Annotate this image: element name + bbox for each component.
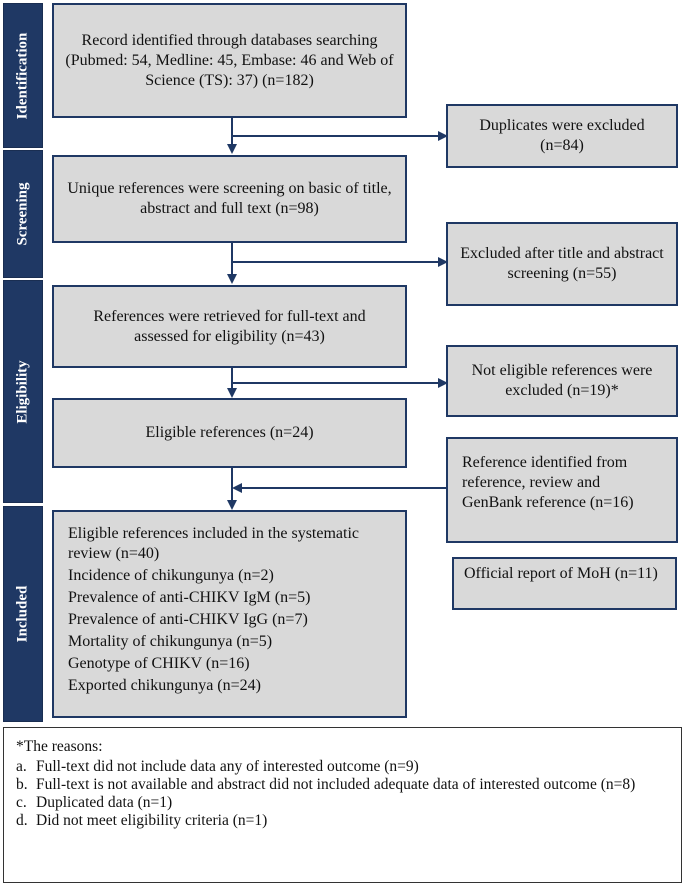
footnote-list: a. Full-text did not include data any of… [16, 758, 669, 830]
footnote-reasons: *The reasons: a. Full-text did not inclu… [3, 727, 682, 883]
box-not-eligible: Not eligible references were excluded (n… [446, 345, 678, 417]
footnote-text: Full-text is not available and abstract … [36, 776, 636, 793]
phase-eligibility: Eligibility [3, 280, 43, 503]
box-eligible-references: Eligible references (n=24) [52, 398, 407, 468]
footnote-item: d. Did not meet eligibility criteria (n=… [16, 812, 669, 830]
box-duplicates-excluded: Duplicates were excluded (n=84) [446, 104, 678, 168]
footnote-marker: a. [16, 758, 27, 775]
included-item: Incidence of chikungunya (n=2) [68, 567, 274, 584]
box-records-identified: Record identified through databases sear… [52, 3, 407, 118]
footnote-item: b. Full-text is not available and abstra… [16, 776, 669, 794]
included-item: Exported chikungunya (n=24) [68, 677, 261, 694]
fulltext-retrieved-text: References were retrieved for full-text … [93, 307, 366, 345]
footnote-marker: b. [16, 776, 28, 793]
box-fulltext-retrieved: References were retrieved for full-text … [52, 285, 407, 368]
included-item: Genotype of CHIKV (n=16) [68, 655, 250, 672]
official-report-text: Official report of MoH (n=11) [464, 565, 658, 582]
box-unique-references: Unique references were screening on basi… [52, 155, 407, 243]
records-identified-text: Record identified through databases sear… [65, 31, 394, 89]
footnote-item: c. Duplicated data (n=1) [16, 794, 669, 812]
box-official-report: Official report of MoH (n=11) [452, 557, 677, 610]
duplicates-excluded-text: Duplicates were excluded (n=84) [479, 117, 645, 154]
footnote-marker: c. [16, 794, 27, 811]
phase-screening: Screening [3, 150, 43, 278]
footnote-text: Did not meet eligibility criteria (n=1) [36, 812, 268, 829]
footnote-title: *The reasons: [16, 738, 103, 755]
reference-identified-text: Reference identified from reference, rev… [462, 454, 634, 511]
footnote-text: Full-text did not include data any of in… [36, 758, 419, 775]
included-item: Prevalence of anti-CHIKV IgM (n=5) [68, 589, 311, 606]
included-item: Prevalence of anti-CHIKV IgG (n=7) [68, 611, 308, 628]
box-reference-identified: Reference identified from reference, rev… [446, 437, 678, 543]
footnote-item: a. Full-text did not include data any of… [16, 758, 669, 776]
phase-identification: Identification [3, 3, 43, 148]
not-eligible-text: Not eligible references were excluded (n… [471, 362, 653, 399]
excluded-title-abstract-text: Excluded after title and abstract screen… [460, 245, 664, 282]
box-excluded-title-abstract: Excluded after title and abstract screen… [446, 222, 678, 306]
unique-references-text: Unique references were screening on basi… [67, 180, 392, 217]
included-header: Eligible references included in the syst… [68, 525, 359, 562]
footnote-marker: d. [16, 812, 28, 829]
included-item: Mortality of chikungunya (n=5) [68, 633, 273, 650]
box-included-references: Eligible references included in the syst… [52, 510, 407, 718]
eligible-references-text: Eligible references (n=24) [145, 424, 314, 441]
footnote-text: Duplicated data (n=1) [36, 794, 173, 811]
phase-included: Included [3, 506, 43, 722]
